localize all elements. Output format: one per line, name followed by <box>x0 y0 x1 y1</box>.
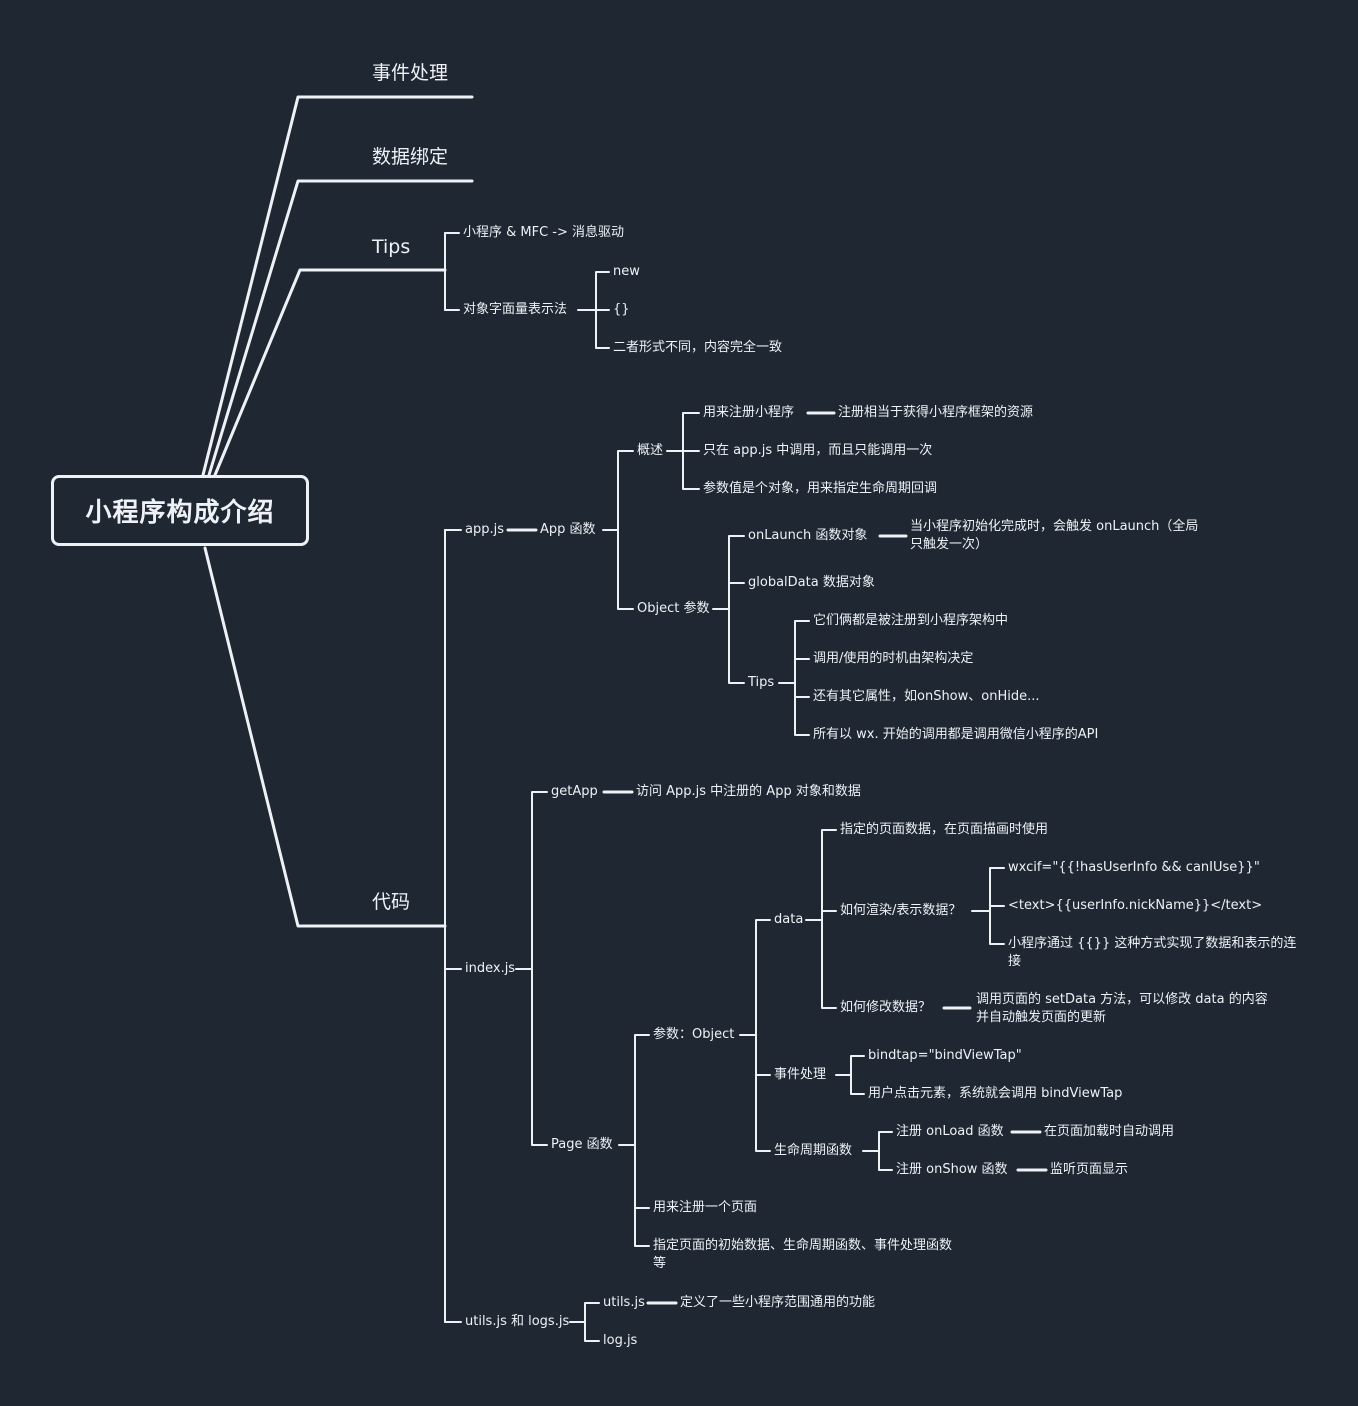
node-bindtap[interactable]: bindtap="bindViewTap" <box>868 1048 1022 1063</box>
node-index-js[interactable]: index.js <box>465 961 516 976</box>
node-getapp[interactable]: getApp <box>551 784 598 799</box>
node-page-desc[interactable]: 指定页面的初始数据、生命周期函数、事件处理函数等 <box>653 1238 953 1271</box>
tips-literal-same[interactable]: 二者形式不同，内容完全一致 <box>613 340 783 355</box>
node-render-wxif[interactable]: wxcif="{{!hasUserInfo && canIUse}}" <box>1008 860 1260 875</box>
tips-object-literal[interactable]: 对象字面量表示法 <box>463 302 568 317</box>
node-page-function[interactable]: Page 函数 <box>551 1137 613 1152</box>
root-topic[interactable]: 小程序构成介绍 <box>51 475 309 546</box>
node-object-param[interactable]: Object 参数 <box>637 601 710 616</box>
node-overview[interactable]: 概述 <box>637 443 664 458</box>
node-onload[interactable]: 注册 onLoad 函数 <box>896 1124 1004 1139</box>
node-param-object[interactable]: 参数值是个对象，用来指定生命周期回调 <box>703 481 938 496</box>
node-getapp-desc[interactable]: 访问 App.js 中注册的 App 对象和数据 <box>636 784 861 799</box>
node-log-js[interactable]: log.js <box>603 1333 638 1348</box>
node-tip-other-props[interactable]: 还有其它属性，如onShow、onHide... <box>813 689 1040 704</box>
node-data-desc[interactable]: 指定的页面数据，在页面描画时使用 <box>840 822 1049 837</box>
node-register-app[interactable]: 用来注册小程序 <box>703 405 795 420</box>
node-onshow-desc[interactable]: 监听页面显示 <box>1050 1162 1129 1177</box>
node-onload-desc[interactable]: 在页面加载时自动调用 <box>1044 1124 1175 1139</box>
node-modify-desc[interactable]: 调用页面的 setData 方法，可以修改 data 的内容并自动触发页面的更新 <box>976 992 1268 1025</box>
node-lifecycle[interactable]: 生命周期函数 <box>774 1143 853 1158</box>
node-onlaunch[interactable]: onLaunch 函数对象 <box>748 528 868 543</box>
node-app-tips[interactable]: Tips <box>748 675 775 690</box>
node-tip-registered[interactable]: 它们俩都是被注册到小程序架构中 <box>813 613 1009 628</box>
branch-code[interactable]: 代码 <box>372 891 411 913</box>
node-utils-desc[interactable]: 定义了一些小程序范围通用的功能 <box>680 1295 876 1310</box>
node-param-obj[interactable]: 参数：Object <box>653 1027 735 1042</box>
node-utils-js[interactable]: utils.js <box>603 1295 645 1310</box>
node-render-text[interactable]: <text>{{userInfo.nickName}}</text> <box>1008 898 1263 913</box>
tips-literal-braces[interactable]: {} <box>613 302 630 317</box>
node-render[interactable]: 如何渲染/表示数据？ <box>840 903 962 918</box>
node-register-meaning[interactable]: 注册相当于获得小程序框架的资源 <box>838 405 1034 420</box>
branch-event-handling[interactable]: 事件处理 <box>372 62 449 84</box>
node-only-once[interactable]: 只在 app.js 中调用，而且只能调用一次 <box>703 443 933 458</box>
node-onlaunch-desc[interactable]: 当小程序初始化完成时，会触发 onLaunch（全局只触发一次） <box>910 519 1199 552</box>
node-tip-wx-api[interactable]: 所有以 wx. 开始的调用都是调用微信小程序的API <box>813 727 1099 742</box>
node-register-page[interactable]: 用来注册一个页面 <box>653 1200 758 1215</box>
node-app-js[interactable]: app.js <box>465 522 504 537</box>
node-modify[interactable]: 如何修改数据？ <box>840 1000 932 1015</box>
tips-literal-new[interactable]: new <box>613 264 640 279</box>
node-utils-logs[interactable]: utils.js 和 logs.js <box>465 1314 570 1329</box>
node-bindtap-desc[interactable]: 用户点击元素，系统就会调用 bindViewTap <box>868 1086 1123 1101</box>
node-page-event[interactable]: 事件处理 <box>774 1067 827 1082</box>
node-render-binding[interactable]: 小程序通过 {{}} 这种方式实现了数据和表示的连接 <box>1008 936 1297 969</box>
branch-tips[interactable]: Tips <box>372 236 411 258</box>
node-onshow[interactable]: 注册 onShow 函数 <box>896 1162 1008 1177</box>
node-data[interactable]: data <box>774 912 804 927</box>
branch-data-binding[interactable]: 数据绑定 <box>372 146 449 168</box>
node-tip-timing[interactable]: 调用/使用的时机由架构决定 <box>813 651 974 666</box>
node-app-function[interactable]: App 函数 <box>540 522 596 537</box>
node-globaldata[interactable]: globalData 数据对象 <box>748 575 875 590</box>
tips-message-driven[interactable]: 小程序 & MFC -> 消息驱动 <box>463 225 625 240</box>
